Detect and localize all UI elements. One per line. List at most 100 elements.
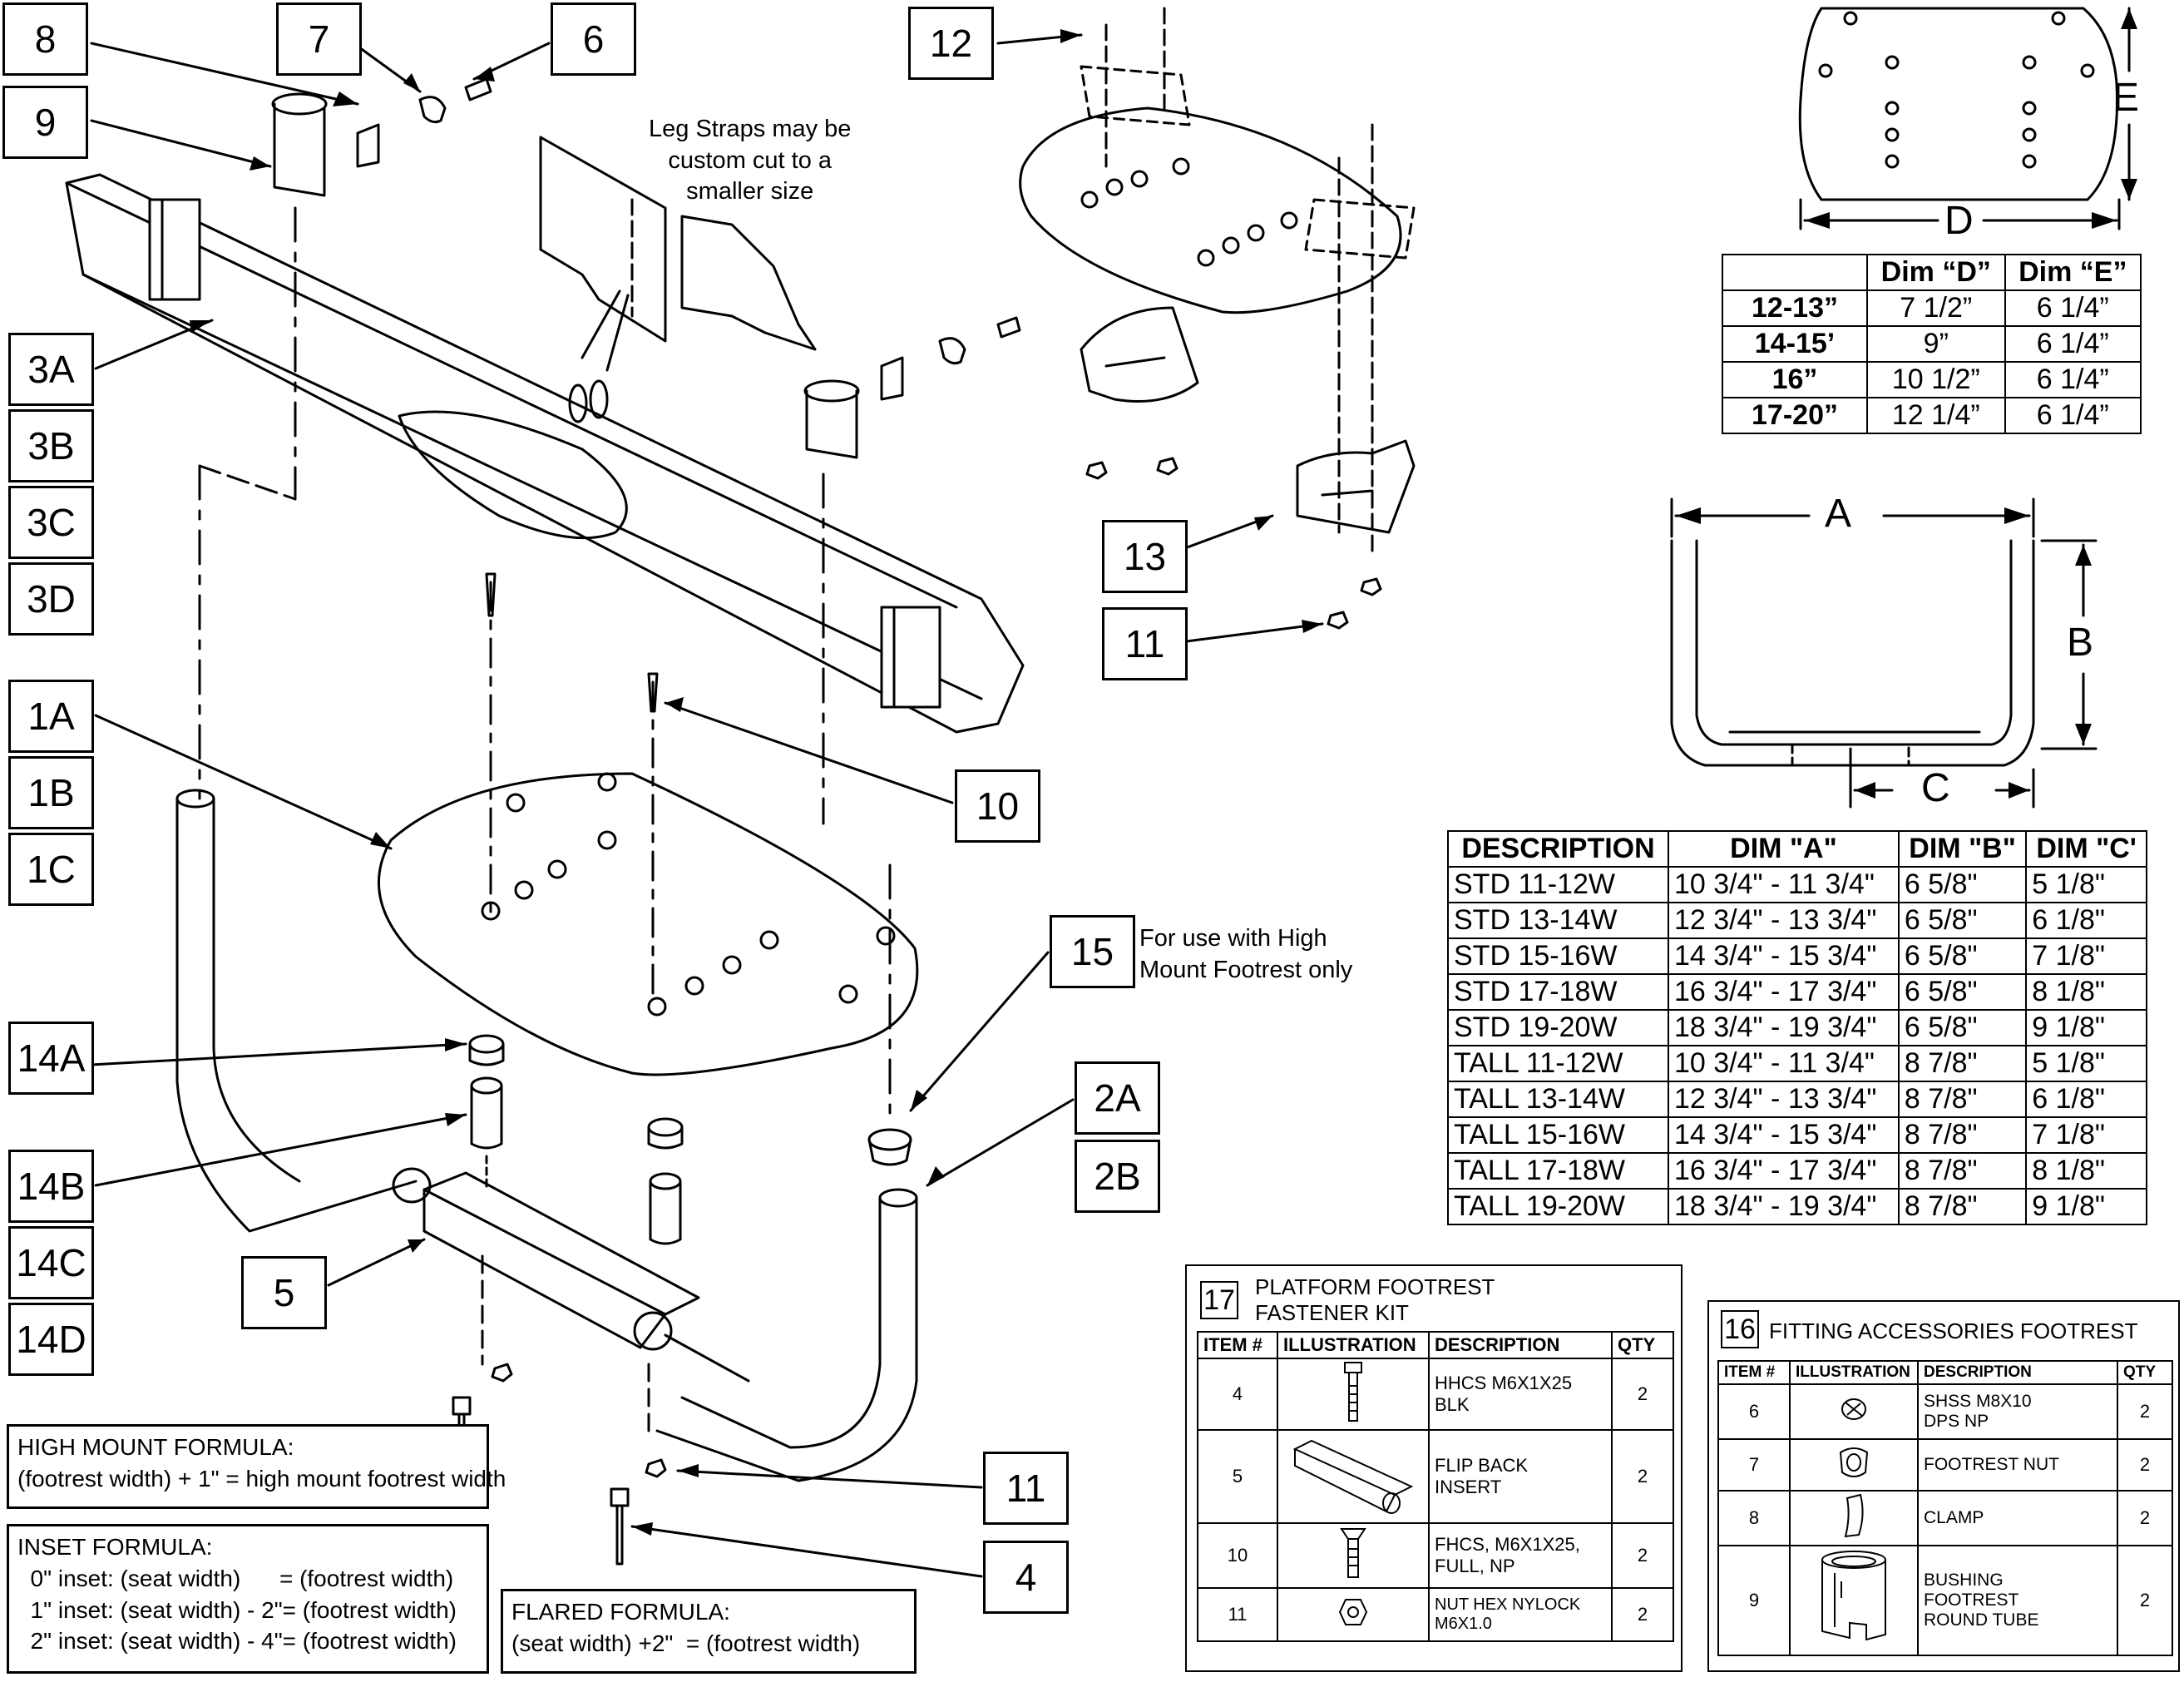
kit-16-title: FITTING ACCESSORIES FOOTREST bbox=[1769, 1318, 2138, 1343]
table-cell: 9 1/8" bbox=[2025, 1188, 2147, 1225]
table-cell: 8 7/8" bbox=[1897, 1116, 2028, 1154]
table-cell: 18 3/4" - 19 3/4" bbox=[1668, 1009, 1900, 1046]
inset-formula-line: 2" inset: (seat width) - 4"= (footrest w… bbox=[17, 1628, 457, 1655]
flip-back-insert-icon bbox=[1292, 1439, 1414, 1514]
table-cell: 10 3/4" - 11 3/4" bbox=[1668, 866, 1900, 903]
table-cell: 7 1/2” bbox=[1866, 289, 2006, 327]
table-row: 12-13” 7 1/2” 6 1/4” bbox=[1722, 289, 2142, 327]
bushing-hardware-right bbox=[803, 316, 1021, 1116]
callout-14c: 14C bbox=[8, 1226, 94, 1299]
callout-14b: 14B bbox=[8, 1150, 94, 1223]
table-cell: SHSS M8X10 DPS NP bbox=[1917, 1383, 2118, 1440]
callout-1b: 1B bbox=[8, 756, 94, 829]
table-cell: 8 7/8" bbox=[1897, 1152, 2028, 1190]
dim-abc-table: DESCRIPTION DIM "A" DIM "B" DIM "C' STD … bbox=[1447, 830, 2147, 1225]
table-row: 4 HHCS M6X1X25 BLK 2 bbox=[1197, 1358, 1674, 1431]
plate-dimension-drawing bbox=[1798, 7, 2131, 230]
table-cell: 6 5/8" bbox=[1897, 973, 2028, 1011]
leg-strap-note: Leg Straps may be custom cut to a smalle… bbox=[649, 116, 852, 205]
kit-17-table: ITEM # ILLUSTRATION DESCRIPTION QTY 4 HH… bbox=[1197, 1331, 1674, 1642]
table-cell: STD 19-20W bbox=[1447, 1009, 1669, 1046]
table-cell bbox=[1277, 1587, 1430, 1642]
table-cell: 18 3/4" - 19 3/4" bbox=[1668, 1188, 1900, 1225]
dim-label-b: B bbox=[2067, 621, 2094, 665]
tube-frame-drawing bbox=[175, 789, 918, 1482]
table-cell: 10 3/4" - 11 3/4" bbox=[1668, 1045, 1900, 1082]
callout-4: 4 bbox=[983, 1541, 1069, 1614]
table-row: 8 CLAMP 2 bbox=[1717, 1490, 2173, 1546]
kit-17-number: 17 bbox=[1200, 1281, 1238, 1319]
table-cell: 8 7/8" bbox=[1897, 1045, 2028, 1082]
table-cell: 5 1/8" bbox=[2025, 866, 2147, 903]
table-cell: 5 1/8" bbox=[2025, 1045, 2147, 1082]
hex-nut-icon bbox=[1338, 1599, 1368, 1625]
table-cell: 14 3/4" - 15 3/4" bbox=[1668, 937, 1900, 975]
callout-3c: 3C bbox=[8, 486, 94, 559]
table-cell: 6 1/8" bbox=[2025, 902, 2147, 939]
table-cell: HHCS M6X1X25 BLK bbox=[1428, 1358, 1613, 1431]
callout-2a: 2A bbox=[1075, 1061, 1160, 1135]
high-mount-formula-line: (footrest width) + 1" = high mount footr… bbox=[17, 1465, 506, 1492]
table-cell: 12-13” bbox=[1722, 289, 1868, 327]
footplate-alt-drawing bbox=[1019, 7, 1416, 630]
set-screw-icon bbox=[1841, 1398, 1866, 1420]
dim-label-e: E bbox=[2112, 76, 2140, 120]
table-cell: 10 bbox=[1197, 1522, 1278, 1589]
table-cell: 2 bbox=[1611, 1587, 1674, 1642]
bushing-icon bbox=[1821, 1551, 1886, 1641]
table-row: 9 BUSHING FOOTREST ROUND TUBE 2 bbox=[1717, 1545, 2173, 1656]
spacer-drawing bbox=[468, 1034, 684, 1245]
table-header: Dim “E” bbox=[2004, 254, 2142, 291]
table-cell: 10 1/2” bbox=[1866, 361, 2006, 398]
table-row: 10 FHCS, M6X1X25, FULL, NP 2 bbox=[1197, 1522, 1674, 1589]
dim-label-c: C bbox=[1921, 766, 1950, 810]
table-cell: 8 1/8" bbox=[2025, 973, 2147, 1011]
table-cell bbox=[1789, 1383, 1919, 1440]
callout-12: 12 bbox=[908, 7, 994, 80]
callout-15: 15 bbox=[1050, 915, 1135, 988]
table-cell: 12 1/4” bbox=[1866, 397, 2006, 434]
table-cell: FOOTREST NUT bbox=[1917, 1438, 2118, 1492]
callout-10: 10 bbox=[955, 769, 1040, 843]
callout-9: 9 bbox=[2, 86, 88, 159]
table-header: QTY bbox=[1611, 1331, 1674, 1359]
table-cell: 2 bbox=[2117, 1383, 2173, 1440]
callout-14a: 14A bbox=[8, 1022, 94, 1095]
table-cell bbox=[1277, 1429, 1430, 1524]
table-cell: STD 15-16W bbox=[1447, 937, 1669, 975]
table-cell: STD 17-18W bbox=[1447, 973, 1669, 1011]
table-cell: TALL 19-20W bbox=[1447, 1188, 1669, 1225]
leg-strap-drawing bbox=[65, 173, 1025, 734]
callout-7: 7 bbox=[276, 2, 362, 76]
table-header: ITEM # bbox=[1197, 1331, 1278, 1359]
inset-formula-line: 1" inset: (seat width) - 2"= (footrest w… bbox=[17, 1596, 457, 1623]
table-header: QTY bbox=[2117, 1360, 2173, 1385]
u-frame-drawing bbox=[1670, 497, 2098, 809]
table-cell: 12 3/4" - 13 3/4" bbox=[1668, 1081, 1900, 1118]
callout-1a: 1A bbox=[8, 680, 94, 753]
table-header: DESCRIPTION bbox=[1428, 1331, 1613, 1359]
table-cell: 8 7/8" bbox=[1897, 1188, 2028, 1225]
table-row: 17-20” 12 1/4” 6 1/4” bbox=[1722, 397, 2142, 434]
table-cell: 7 1/8" bbox=[2025, 937, 2147, 975]
table-cell: 9” bbox=[1866, 325, 2006, 363]
table-header: ITEM # bbox=[1717, 1360, 1791, 1385]
table-header: DIM "C' bbox=[2025, 830, 2147, 868]
kit-16-panel: 16 FITTING ACCESSORIES FOOTREST ITEM # I… bbox=[1707, 1300, 2180, 1672]
strap-cut-illustration bbox=[539, 136, 817, 423]
table-header: DESCRIPTION bbox=[1447, 830, 1669, 868]
table-cell: 16” bbox=[1722, 361, 1868, 398]
table-cell: 11 bbox=[1197, 1587, 1278, 1642]
table-cell: NUT HEX NYLOCK M6X1.0 bbox=[1428, 1587, 1613, 1642]
table-cell: 6 1/4” bbox=[2004, 397, 2142, 434]
table-cell: 16 3/4" - 17 3/4" bbox=[1668, 1152, 1900, 1190]
callout-8: 8 bbox=[2, 2, 88, 76]
table-cell: 12 3/4" - 13 3/4" bbox=[1668, 902, 1900, 939]
table-cell: TALL 17-18W bbox=[1447, 1152, 1669, 1190]
table-cell: 8 7/8" bbox=[1897, 1081, 2028, 1118]
table-cell bbox=[1789, 1545, 1919, 1656]
